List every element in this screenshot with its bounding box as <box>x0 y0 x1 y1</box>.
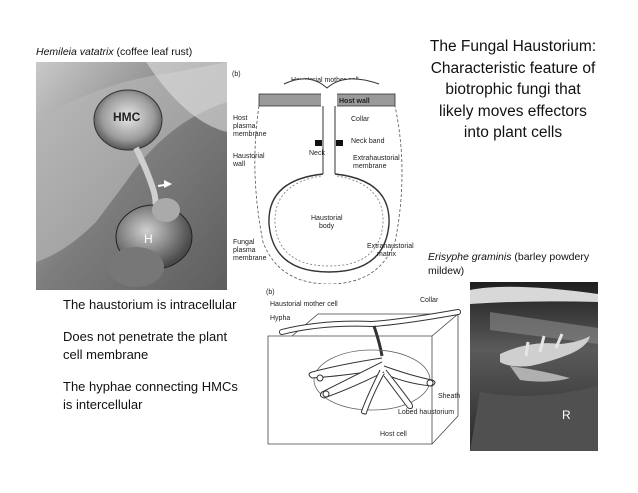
caption-erisyphe-common: (barley powdery mildew) <box>428 251 590 277</box>
label-hmc-bottom: Haustorial mother cell <box>270 301 338 308</box>
label-hypha: Hypha <box>270 315 290 322</box>
diagram-b-top-panel-label: (b) <box>232 71 241 78</box>
label-neck: Neck <box>309 150 325 157</box>
label-neck-band: Neck band <box>351 138 385 145</box>
label-lobed-haustorium: Lobed haustorium <box>398 409 454 416</box>
caption-erisyphe: Erisyphe graminis (barley powdery mildew… <box>428 250 598 278</box>
sem-r-label: R <box>562 408 571 422</box>
sem-image-erisyphe: R <box>470 282 598 451</box>
diagram-haustorium-section: (b) Haustorial mother cell Host wall Hos… <box>229 62 425 290</box>
haustorium-section-drawing: (b) Haustorial mother cell Host wall Hos… <box>232 71 414 285</box>
label-host-cell: Host cell <box>380 431 407 438</box>
sem-erisyphe-drawing <box>470 282 598 451</box>
label-haustorial-mother-cell: Haustorial mother cell <box>291 77 359 84</box>
label-host-wall: Host wall <box>339 98 370 105</box>
sem-hmc-label: HMC <box>113 110 141 124</box>
caption-hemileia-species: Hemileia vatatrix <box>36 46 114 58</box>
sem-h-label: H <box>144 232 153 246</box>
caption-erisyphe-species: Erisyphe graminis <box>428 251 512 263</box>
diagram-lobed-haustorium: (b) Haustorial mother cell Collar Hypha … <box>262 284 468 452</box>
lobes-group <box>308 357 436 415</box>
bullet-list: The haustorium is intracellular Does not… <box>63 296 243 428</box>
lobed-haustorium-drawing: (b) Haustorial mother cell Collar Hypha … <box>266 289 461 445</box>
sem-image-hemileia: HMC H <box>36 62 227 290</box>
bullet-intercellular: The hyphae connecting HMCs is intercellu… <box>63 379 238 412</box>
bullet-intracellular: The haustorium is intracellular <box>63 297 237 312</box>
label-collar-bottom: Collar <box>420 297 439 304</box>
caption-hemileia-common: (coffee leaf rust) <box>116 46 193 58</box>
label-collar: Collar <box>351 116 370 123</box>
bullet-membrane: Does not penetrate the plant cell membra… <box>63 329 228 362</box>
sem-hemileia-drawing <box>36 62 227 290</box>
diagram-b-bottom-panel-label: (b) <box>266 289 275 296</box>
label-sheath: Sheath <box>438 393 460 400</box>
caption-hemileia: Hemileia vatatrix (coffee leaf rust) <box>36 46 192 58</box>
slide-title: The Fungal Haustorium: Characteristic fe… <box>429 38 597 141</box>
